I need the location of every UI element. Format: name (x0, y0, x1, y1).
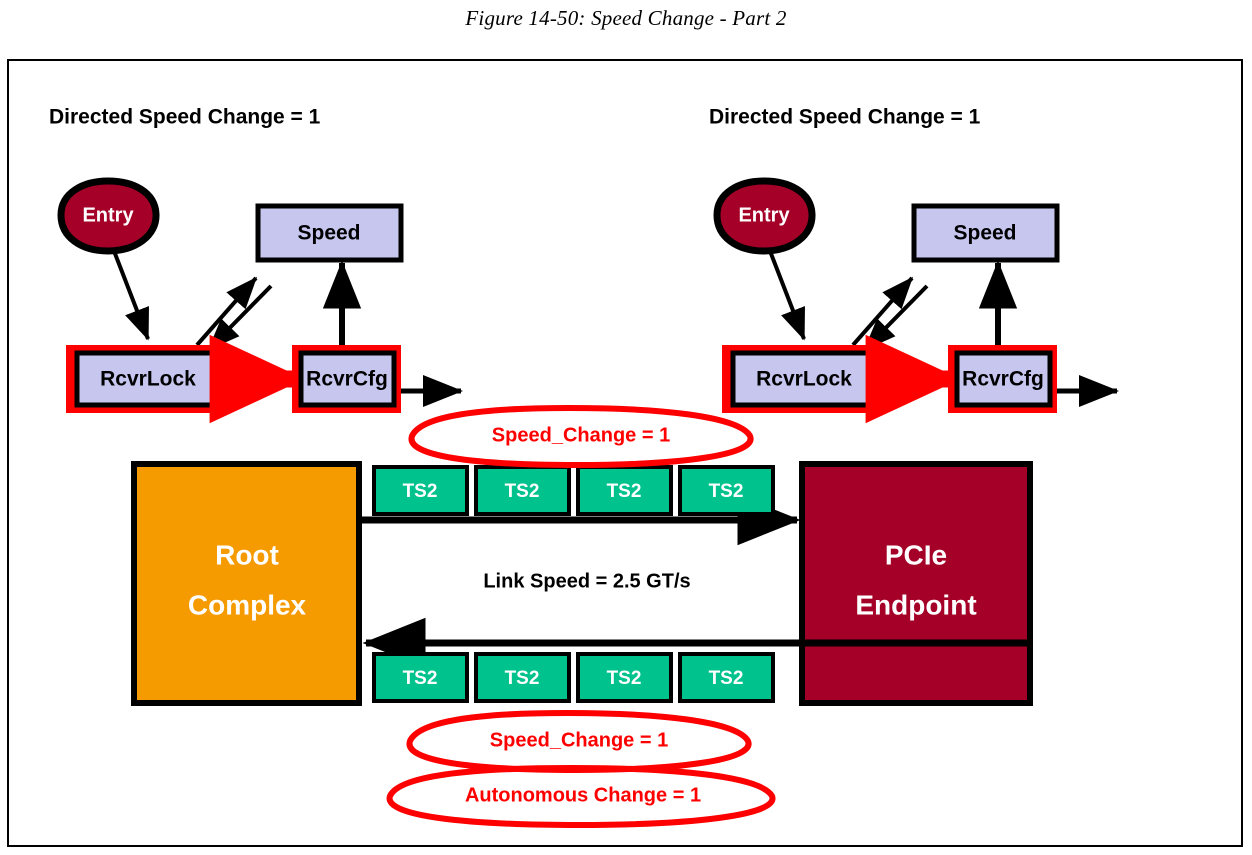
entry-node-right[interactable]: Entry (713, 177, 816, 255)
node-speed-right-label: Speed (953, 222, 1016, 245)
ts2-packet[interactable]: TS2 (576, 465, 673, 516)
pcie-endpoint-label-line1: PCIe (885, 539, 947, 570)
ts2-packet-label: TS2 (709, 481, 744, 502)
ts2-packet[interactable]: TS2 (372, 465, 469, 516)
upstream-packet-row: TS2 TS2 TS2 TS2 (372, 652, 775, 703)
ts2-packet-label: TS2 (607, 668, 642, 689)
node-speed-left[interactable]: Speed (255, 203, 404, 263)
entry-node-left-label: Entry (82, 204, 134, 226)
node-speed-right[interactable]: Speed (911, 203, 1060, 263)
ts2-packet-box (678, 465, 775, 516)
link-diagram: Root Complex PCIe Endpoint Link Speed = … (131, 461, 1033, 706)
ts2-packet[interactable]: TS2 (372, 652, 469, 703)
entry-ellipse-shape-left (57, 177, 160, 255)
annotation-autonomous-change-label: Autonomous Change = 1 (465, 784, 701, 806)
pcie-endpoint-label-line2: Endpoint (855, 589, 976, 620)
node-rcvrlock-right[interactable]: RcvrLock (722, 345, 887, 413)
link-speed-label: Link Speed = 2.5 GT/s (483, 570, 690, 592)
node-rcvrlock-right-box (730, 350, 879, 408)
annotation-ellipse-bottom-2 (386, 765, 776, 828)
pcie-endpoint-block[interactable]: PCIe Endpoint (799, 461, 1033, 706)
node-rcvrcfg-left-box (298, 350, 397, 408)
annotation-autonomous-change[interactable]: Autonomous Change = 1 (386, 765, 776, 828)
ts2-packet-label: TS2 (403, 481, 438, 502)
node-rcvrlock-left-label: RcvrLock (100, 368, 196, 391)
node-rcvrlock-right-label: RcvrLock (756, 368, 852, 391)
state-machine-right-heading: Directed Speed Change = 1 (709, 106, 981, 129)
edge-entry-to-rcvrlock-right (768, 250, 806, 341)
figure-caption: Figure 14-50: Speed Change - Part 2 (465, 6, 787, 30)
node-rcvrcfg-right-box (954, 350, 1053, 408)
state-machine-right: Directed Speed Change = 1 Entry Speed (709, 106, 1120, 424)
annotation-speed-change-bottom-label: Speed_Change = 1 (490, 729, 668, 751)
state-machine-left: Directed Speed Change = 1 Entry Speed (49, 106, 464, 424)
pcie-endpoint-box (799, 461, 1033, 706)
root-complex-label-line1: Root (215, 539, 279, 570)
annotation-speed-change-top-label: Speed_Change = 1 (492, 424, 670, 446)
state-machine-left-heading: Directed Speed Change = 1 (49, 106, 321, 129)
ts2-packet-label: TS2 (607, 481, 642, 502)
ts2-packet-box (372, 652, 469, 703)
entry-ellipse-shape-right (713, 177, 816, 255)
ts2-packet[interactable]: TS2 (678, 652, 775, 703)
node-speed-right-box (911, 203, 1060, 263)
ts2-packet-box (474, 465, 571, 516)
ts2-packet-label: TS2 (709, 668, 744, 689)
ts2-packet[interactable]: TS2 (576, 652, 673, 703)
root-complex-label-line2: Complex (188, 589, 307, 620)
ts2-packet-box (678, 652, 775, 703)
node-rcvrcfg-left-label: RcvrCfg (306, 368, 388, 391)
edge-rcvrlock-to-speed-right (851, 276, 914, 347)
entry-node-right-label: Entry (738, 204, 790, 226)
node-rcvrlock-left[interactable]: RcvrLock (66, 345, 231, 413)
downstream-packet-row: TS2 TS2 TS2 TS2 (372, 465, 775, 516)
ts2-packet[interactable]: TS2 (474, 465, 571, 516)
figure-frame: Directed Speed Change = 1 Entry Speed (7, 59, 1243, 847)
annotation-speed-change-top[interactable]: Speed_Change = 1 (408, 405, 754, 468)
ts2-packet-label: TS2 (505, 668, 540, 689)
node-rcvrcfg-left[interactable]: RcvrCfg (292, 345, 401, 413)
root-complex-block[interactable]: Root Complex (131, 461, 362, 706)
annotation-group: Speed_Change = 1 Speed_Change = 1 Autono… (386, 405, 776, 828)
ts2-packet-box (474, 652, 571, 703)
edge-rcvrlock-to-speed-left (195, 276, 258, 347)
root-complex-box (131, 461, 362, 706)
entry-node-left[interactable]: Entry (57, 177, 160, 255)
edge-entry-to-rcvrlock-left (112, 250, 150, 341)
ts2-packet[interactable]: TS2 (474, 652, 571, 703)
node-rcvrcfg-right-label: RcvrCfg (962, 368, 1044, 391)
diagram-canvas: Directed Speed Change = 1 Entry Speed (49, 106, 1120, 828)
ts2-packet-box (372, 465, 469, 516)
node-speed-left-box (255, 203, 404, 263)
ts2-packet[interactable]: TS2 (678, 465, 775, 516)
annotation-speed-change-bottom[interactable]: Speed_Change = 1 (406, 710, 752, 773)
node-speed-left-label: Speed (297, 222, 360, 245)
ts2-packet-box (576, 465, 673, 516)
ts2-packet-label: TS2 (505, 481, 540, 502)
ts2-packet-label: TS2 (403, 668, 438, 689)
annotation-ellipse-top (408, 405, 754, 468)
node-rcvrcfg-right[interactable]: RcvrCfg (948, 345, 1057, 413)
ts2-packet-box (576, 652, 673, 703)
